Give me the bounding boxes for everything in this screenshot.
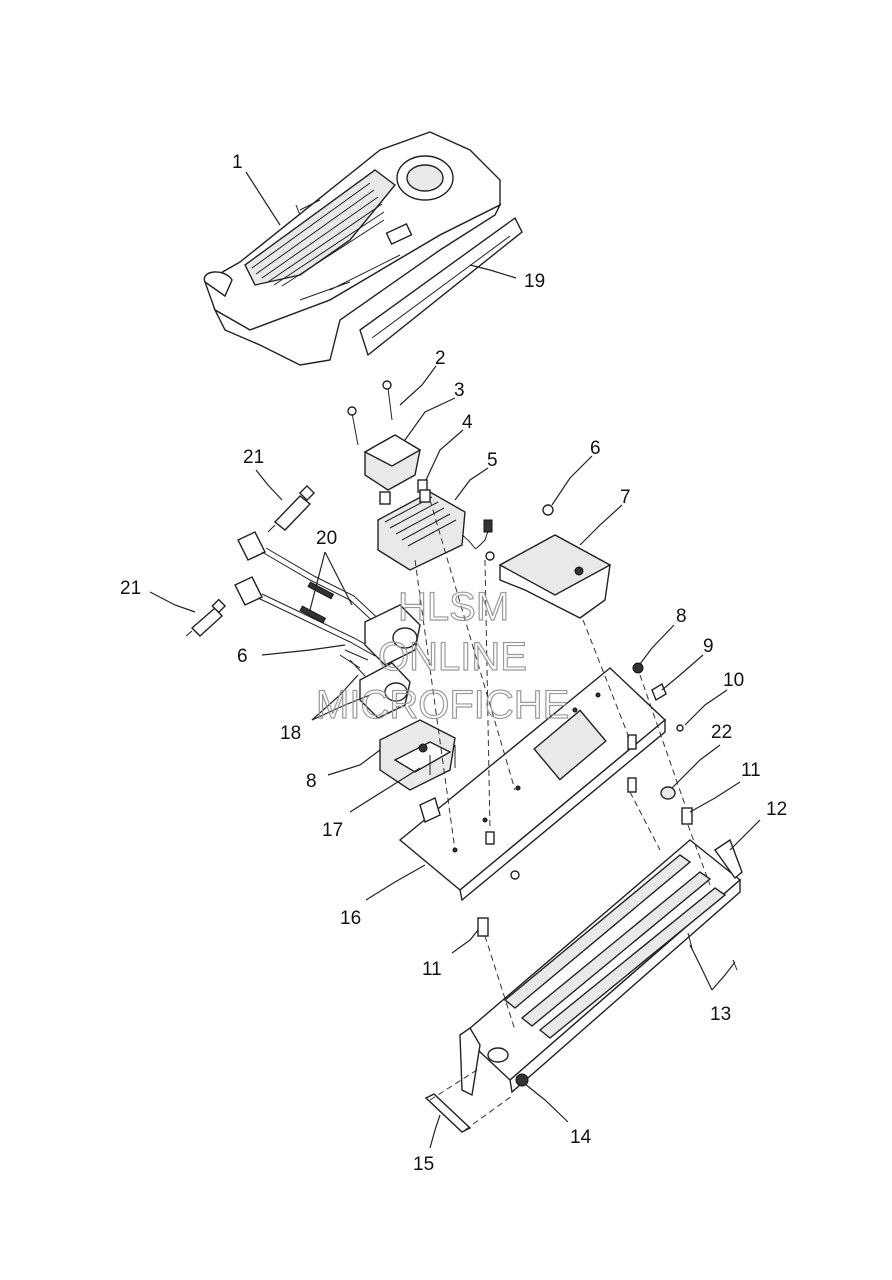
part-18-coils <box>339 604 421 719</box>
callout-12: 12 <box>766 799 787 820</box>
callout-4: 4 <box>462 412 473 433</box>
watermark-line-2: ONLINE <box>378 635 527 679</box>
callout-16: 16 <box>340 908 361 929</box>
part-20-plug-wires <box>234 531 385 657</box>
callout-19: 19 <box>524 271 545 292</box>
callout-11-lower: 11 <box>422 959 442 980</box>
callout-9: 9 <box>703 636 714 657</box>
callout-7: 7 <box>620 487 631 508</box>
callout-13: 13 <box>710 1004 731 1025</box>
part-10-screw <box>676 724 684 732</box>
part-7-module <box>485 504 612 619</box>
callout-18: 18 <box>280 723 301 744</box>
callout-10: 10 <box>723 670 744 691</box>
part-11-standoff-lower <box>477 917 489 937</box>
callout-2: 2 <box>435 348 446 369</box>
callout-6-upper: 6 <box>590 438 601 459</box>
callout-11-upper: 11 <box>741 760 761 781</box>
watermark-line-3: MICROFICHE <box>316 683 569 727</box>
callout-6-lower: 6 <box>237 646 248 667</box>
callout-3: 3 <box>454 380 465 401</box>
part-19-decal <box>359 216 523 357</box>
part-14-knob <box>515 1073 529 1087</box>
part-3-regulator <box>363 434 422 505</box>
part-16-plate <box>398 667 667 902</box>
part-2-screw <box>347 380 393 446</box>
callouts: 1 2 3 4 5 6 7 8 9 10 22 11 12 13 11 14 1… <box>120 152 787 1175</box>
callout-20: 20 <box>316 528 337 549</box>
callout-8-lower: 8 <box>306 771 317 792</box>
part-21-spark-plug-lower <box>185 598 227 637</box>
callout-22: 22 <box>711 722 732 743</box>
callout-8-upper: 8 <box>676 606 687 627</box>
part-1-shroud <box>203 131 502 366</box>
part-12-base <box>459 838 743 1097</box>
callout-21-upper: 21 <box>243 447 264 468</box>
part-8-nut <box>632 662 644 674</box>
part-21-spark-plug-upper <box>267 484 316 533</box>
part-17-bracket <box>379 719 456 791</box>
callout-21-lower: 21 <box>120 578 141 599</box>
callout-15: 15 <box>413 1154 434 1175</box>
part-15-cover-plate <box>424 1093 472 1133</box>
part-11-standoff-upper <box>627 777 693 825</box>
part-5-rectifier <box>377 489 493 571</box>
part-22-grommet <box>660 786 676 800</box>
callout-5: 5 <box>487 450 498 471</box>
callout-1: 1 <box>232 152 243 173</box>
alignment-lines <box>414 499 711 1131</box>
watermark: HLSM ONLINE MICROFICHE <box>315 584 570 727</box>
part-13-pins <box>687 932 738 971</box>
callout-14: 14 <box>570 1127 592 1148</box>
leader-lines <box>149 171 761 1149</box>
watermark-line-1: HLSM <box>398 585 509 629</box>
part-9-clip <box>651 682 667 702</box>
callout-17: 17 <box>322 820 343 841</box>
